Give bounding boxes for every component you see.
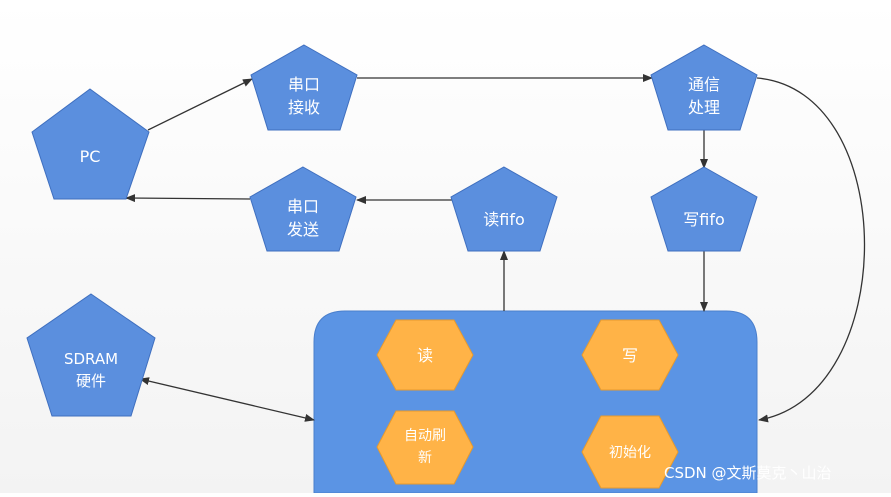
arrow-comm-to-block-curve: [756, 77, 866, 423]
read-fifo-label: 读fifo: [483, 210, 525, 229]
auto-refresh-hex-shape: [376, 410, 474, 485]
write-hex-label: 写: [622, 346, 638, 365]
comm-proc-node-shape: [650, 44, 758, 131]
pc-label: PC: [80, 147, 101, 166]
uart-tx-label-2: 发送: [287, 220, 319, 239]
comm-proc-label-2: 处理: [688, 98, 720, 117]
sdram-hw-label-1: SDRAM: [64, 350, 118, 368]
write-hex-shape: [581, 319, 679, 391]
watermark-text: CSDN @文斯莫克丶山治: [664, 464, 832, 482]
init-hex-label: 初始化: [609, 444, 651, 461]
pc-node-shape: [31, 88, 150, 200]
comm-proc-label-1: 通信: [688, 75, 720, 94]
read-fifo-node-shape: [450, 166, 558, 252]
arrow-sdram-block-bidirectional: [139, 377, 315, 422]
uart-tx-node-shape: [249, 166, 357, 252]
auto-refresh-label-2: 新: [418, 450, 432, 466]
read-hex-label: 读: [417, 346, 433, 365]
arrow-uart-tx-to-pc: [125, 194, 251, 203]
sdram-hw-node-shape: [26, 293, 156, 417]
uart-rx-label-1: 串口: [288, 75, 320, 94]
write-fifo-label: 写fifo: [683, 210, 725, 229]
uart-tx-label-1: 串口: [287, 197, 319, 216]
uart-rx-node-shape: [250, 44, 358, 131]
read-hex-shape: [376, 319, 474, 391]
write-fifo-node-shape: [650, 166, 758, 252]
sdram-hw-label-2: 硬件: [76, 372, 106, 390]
arrow-pc-to-uart-rx: [147, 78, 253, 131]
auto-refresh-label-1: 自动刷: [404, 428, 446, 444]
init-hex-shape: [581, 415, 679, 489]
uart-rx-label-2: 接收: [288, 98, 320, 117]
